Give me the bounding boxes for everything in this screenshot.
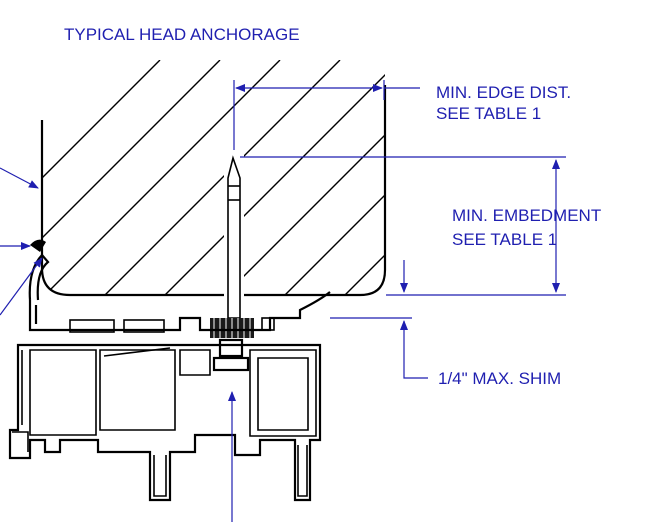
hatch-pattern	[40, 60, 385, 295]
substrate-outline	[40, 85, 387, 297]
left-leaders	[0, 167, 43, 316]
embedment-label-2: SEE TABLE 1	[452, 230, 557, 249]
embedment-label-1: MIN. EMBEDMENT	[452, 206, 601, 225]
concrete-substrate	[40, 60, 387, 300]
window-frame-profile	[8, 239, 331, 502]
embedment-dimension: MIN. EMBEDMENT SEE TABLE 1	[240, 156, 601, 296]
shim-dimension: 1/4" MAX. SHIM	[330, 260, 561, 388]
drawing-title: TYPICAL HEAD ANCHORAGE	[64, 25, 300, 44]
edge-distance-label-2: SEE TABLE 1	[436, 104, 541, 123]
edge-distance-dimension: MIN. EDGE DIST. SEE TABLE 1	[233, 80, 571, 150]
edge-distance-label-1: MIN. EDGE DIST.	[436, 83, 571, 102]
shim-label: 1/4" MAX. SHIM	[438, 369, 561, 388]
shim-block	[210, 318, 254, 338]
